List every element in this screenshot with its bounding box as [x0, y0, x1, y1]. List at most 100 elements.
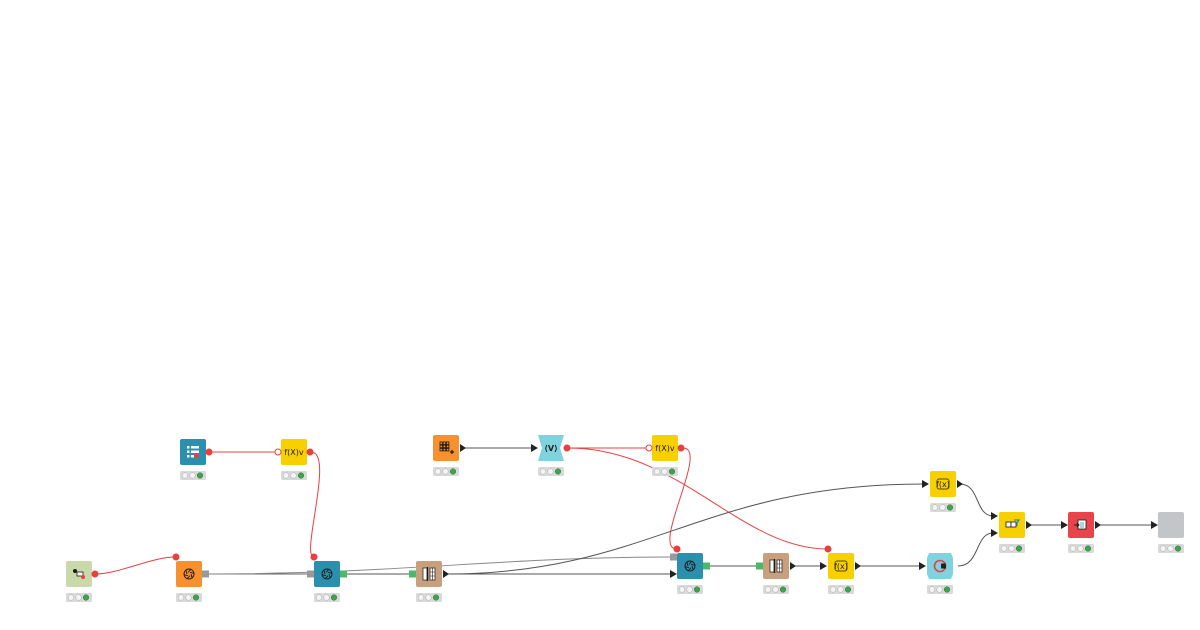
status-light-red — [678, 586, 686, 593]
port-outR-1[interactable] — [677, 444, 685, 452]
table-creator-node[interactable] — [433, 435, 466, 476]
orange-processor-node[interactable] — [172, 553, 210, 603]
status-light-green — [449, 468, 457, 475]
status-light-yellow — [772, 586, 779, 593]
source-connector-node[interactable] — [66, 561, 99, 602]
port-topDot-0[interactable] — [824, 545, 832, 553]
status-light-green — [668, 468, 676, 475]
port-in-0[interactable] — [274, 448, 282, 456]
port-outSq-2[interactable] — [703, 562, 710, 570]
table-to-variable-node[interactable]: ⟨V⟩ — [538, 435, 571, 476]
status-light-green — [432, 594, 440, 601]
port-outR-1[interactable] — [306, 448, 314, 456]
node-body[interactable] — [416, 561, 442, 587]
unconfigured-end-node[interactable] — [1158, 512, 1184, 553]
variable-expression-node-1[interactable]: f(X)v — [274, 439, 314, 480]
node-layer: f(X)v ⟨V⟩ f(X)v f(x) f(x) — [66, 435, 1184, 602]
node-body[interactable] — [828, 553, 854, 579]
status-light-yellow — [1167, 545, 1174, 552]
port-outArrow-1[interactable] — [443, 570, 449, 578]
port-outArrow-0[interactable] — [957, 480, 963, 488]
node-function-label: f(x) — [834, 562, 848, 571]
status-light-yellow — [185, 594, 192, 601]
expression-node-top[interactable]: f(x) — [930, 471, 963, 512]
node-body[interactable] — [1158, 512, 1184, 538]
port-outArrow-0[interactable] — [1026, 521, 1032, 529]
node-body[interactable] — [314, 561, 340, 587]
variable-link-source-to-orange[interactable] — [94, 556, 177, 575]
status-light-red — [315, 594, 323, 601]
status-light-yellow — [425, 594, 432, 601]
port-outR-0[interactable] — [563, 444, 571, 452]
variable-link-tablevar-to-fxbottom[interactable] — [567, 447, 829, 550]
status-light-green — [82, 594, 90, 601]
port-outSq-1[interactable] — [202, 570, 209, 578]
loop-end-node[interactable] — [927, 553, 953, 594]
variable-link-fx1-to-blue1[interactable] — [310, 451, 321, 558]
status-light-red — [67, 594, 75, 601]
node-body[interactable] — [677, 553, 703, 579]
output-node[interactable] — [1068, 512, 1101, 553]
column-filter-node[interactable] — [999, 512, 1032, 553]
arrow-fxbottom-in — [820, 562, 827, 570]
port-outArrow-1[interactable] — [855, 562, 861, 570]
port-outSqDark-0[interactable] — [941, 563, 946, 569]
port-inSq-0[interactable] — [409, 570, 416, 578]
node-body[interactable] — [930, 471, 956, 497]
status-light-yellow — [75, 594, 82, 601]
port-outArrow-1[interactable] — [790, 562, 796, 570]
variable-link-fx2-to-blue2[interactable] — [669, 447, 691, 550]
node-status-indicator — [930, 503, 956, 512]
port-in-0[interactable] — [645, 444, 653, 452]
column-splitter-node-2[interactable] — [756, 553, 796, 594]
port-inSq-1[interactable] — [307, 570, 314, 578]
blue-processor-node-2[interactable] — [670, 545, 710, 595]
status-light-red — [653, 468, 661, 475]
node-body[interactable] — [763, 553, 789, 579]
split-columns-icon — [422, 567, 436, 581]
port-outSq-2[interactable] — [340, 570, 347, 578]
data-link-loopend-to-filter[interactable] — [957, 532, 994, 567]
status-light-green — [946, 504, 954, 511]
function-icon — [936, 478, 950, 490]
svg-text:⟨V⟩: ⟨V⟩ — [544, 444, 558, 453]
node-status-indicator — [538, 467, 564, 476]
node-body[interactable] — [176, 561, 202, 587]
port-outR-0[interactable] — [91, 570, 99, 578]
data-link-fxtop-to-filter[interactable] — [959, 483, 994, 517]
status-light-red — [931, 504, 939, 511]
status-light-green — [1015, 545, 1023, 552]
data-link-orange-to-blue2-model[interactable] — [204, 556, 671, 575]
expression-node-bottom[interactable]: f(x) — [824, 545, 862, 595]
status-light-red — [434, 468, 442, 475]
port-outArrow-0[interactable] — [460, 444, 466, 452]
table-config-node[interactable] — [180, 439, 213, 480]
aperture-icon — [684, 560, 696, 572]
status-light-yellow — [661, 468, 668, 475]
port-topDot-0[interactable] — [673, 545, 681, 553]
port-topDot-0[interactable] — [172, 553, 180, 561]
blue-processor-node-1[interactable] — [307, 553, 347, 603]
column-splitter-node-1[interactable] — [409, 561, 449, 602]
port-inSq-0[interactable] — [756, 562, 763, 570]
node-status-indicator — [927, 585, 953, 594]
data-link-splitter1-to-fxtop[interactable] — [445, 483, 925, 575]
variable-expression-node-2[interactable]: f(X)v — [645, 435, 685, 476]
port-topDot-0[interactable] — [310, 553, 318, 561]
port-out-0[interactable] — [205, 448, 213, 456]
status-light-yellow — [1077, 545, 1084, 552]
status-light-yellow — [290, 472, 297, 479]
status-light-green — [196, 472, 204, 479]
port-outArrow-0[interactable] — [1095, 521, 1101, 529]
node-body[interactable] — [927, 553, 953, 579]
node-body[interactable] — [538, 435, 564, 461]
node-body[interactable] — [281, 439, 307, 465]
node-status-indicator — [763, 585, 789, 594]
node-body[interactable] — [652, 435, 678, 461]
port-inSqTop-1[interactable] — [670, 553, 677, 561]
connection-layer — [94, 444, 1158, 578]
status-light-green — [779, 586, 787, 593]
status-light-red — [177, 594, 185, 601]
arrow-fxtop-in — [922, 480, 929, 488]
